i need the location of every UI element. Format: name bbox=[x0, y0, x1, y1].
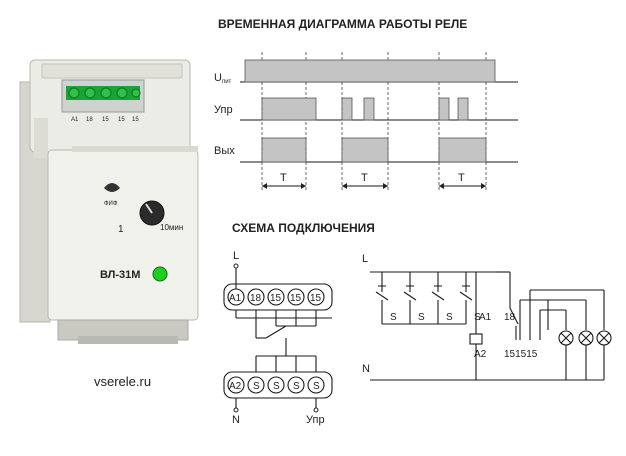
top-terminal-row bbox=[223, 283, 333, 311]
brand-logo: ФИФ bbox=[104, 183, 120, 207]
s-label-4: S bbox=[474, 312, 481, 323]
sch-n-label: N bbox=[362, 363, 370, 375]
t-top-0: A1 bbox=[229, 293, 242, 304]
out-label: Вых bbox=[214, 145, 235, 157]
t-label-1: T bbox=[280, 172, 287, 184]
timing-diagram: ВРЕМЕННАЯ ДИАГРАММА РАБОТЫ РЕЛЕ Uпит Упр… bbox=[214, 17, 518, 190]
t-bot-0: A2 bbox=[229, 381, 242, 392]
wiring-title: СХЕМА ПОДКЛЮЧЕНИЯ bbox=[232, 221, 375, 235]
internal-contact bbox=[235, 310, 332, 372]
bottom-terminals: A2 S S S S bbox=[227, 376, 325, 394]
s-label-1: S bbox=[390, 312, 397, 323]
t-top-1: 18 bbox=[250, 293, 262, 304]
term-l-label: L bbox=[233, 250, 239, 262]
t-intervals: T T T bbox=[262, 172, 486, 189]
site-url: vserele.ru bbox=[94, 374, 151, 389]
t-bot-1: S bbox=[253, 381, 260, 392]
dev-term-4: 15 bbox=[132, 117, 139, 123]
term-n-label: N bbox=[232, 414, 240, 426]
u-label: Uпит bbox=[214, 72, 232, 85]
s-label-3: S bbox=[446, 312, 453, 323]
t-top-4: 15 bbox=[310, 293, 322, 304]
lamp-1 bbox=[558, 330, 574, 346]
lamps bbox=[519, 289, 612, 380]
t-bot-2: S bbox=[273, 381, 280, 392]
ctrl-label: Упр bbox=[214, 104, 233, 116]
term-upr-label: Упр bbox=[306, 414, 325, 426]
a2-label: A2 bbox=[474, 349, 487, 360]
lamp-2 bbox=[578, 330, 594, 346]
device-model: ВЛ-31М bbox=[100, 269, 140, 281]
status-led bbox=[152, 266, 168, 282]
top-terminals: A1 18 15 15 15 bbox=[227, 288, 325, 306]
dev-term-3: 15 bbox=[118, 117, 125, 123]
bottom-terminal-row bbox=[223, 371, 333, 399]
t-bot-4: S bbox=[313, 381, 320, 392]
terminal-diagram: L A1 18 15 15 15 bbox=[223, 250, 333, 426]
t-label-2: T bbox=[361, 172, 368, 184]
brand-text: ФИФ bbox=[104, 201, 118, 207]
dial-max: 10мин bbox=[160, 223, 183, 232]
a1-label: A1 bbox=[479, 312, 492, 323]
t-bot-3: S bbox=[293, 381, 300, 392]
t-top-3: 15 bbox=[290, 293, 302, 304]
dev-term-1: 18 bbox=[86, 117, 93, 123]
t-top-2: 15 bbox=[270, 293, 282, 304]
ctrl-trace bbox=[240, 97, 518, 121]
sch-l-label: L bbox=[362, 253, 368, 265]
relay-device: A1 18 15 15 15 ФИФ 1 10мин ВЛ-31М bbox=[19, 59, 199, 344]
s-label-2: S bbox=[418, 312, 425, 323]
t-label-3: T bbox=[458, 172, 465, 184]
u-trace bbox=[240, 59, 518, 83]
terminal-screws bbox=[68, 87, 141, 99]
device-front bbox=[47, 149, 199, 321]
schematic: L S S S S bbox=[362, 253, 612, 381]
c18-label: 18 bbox=[504, 312, 516, 323]
dev-term-0: A1 bbox=[71, 117, 79, 123]
relay-coil bbox=[469, 333, 483, 345]
dial-min: 1 bbox=[118, 224, 124, 235]
timing-title: ВРЕМЕННАЯ ДИАГРАММА РАБОТЫ РЕЛЕ bbox=[218, 17, 467, 31]
lamp-3 bbox=[596, 330, 612, 346]
c15-label: 151515 bbox=[504, 349, 538, 360]
time-dial: 1 10мин bbox=[118, 200, 183, 235]
dev-term-2: 15 bbox=[102, 117, 109, 123]
push-buttons: S S S S bbox=[375, 272, 481, 325]
device-top-terms: A1 18 15 15 15 bbox=[71, 117, 139, 123]
out-trace bbox=[240, 137, 518, 163]
